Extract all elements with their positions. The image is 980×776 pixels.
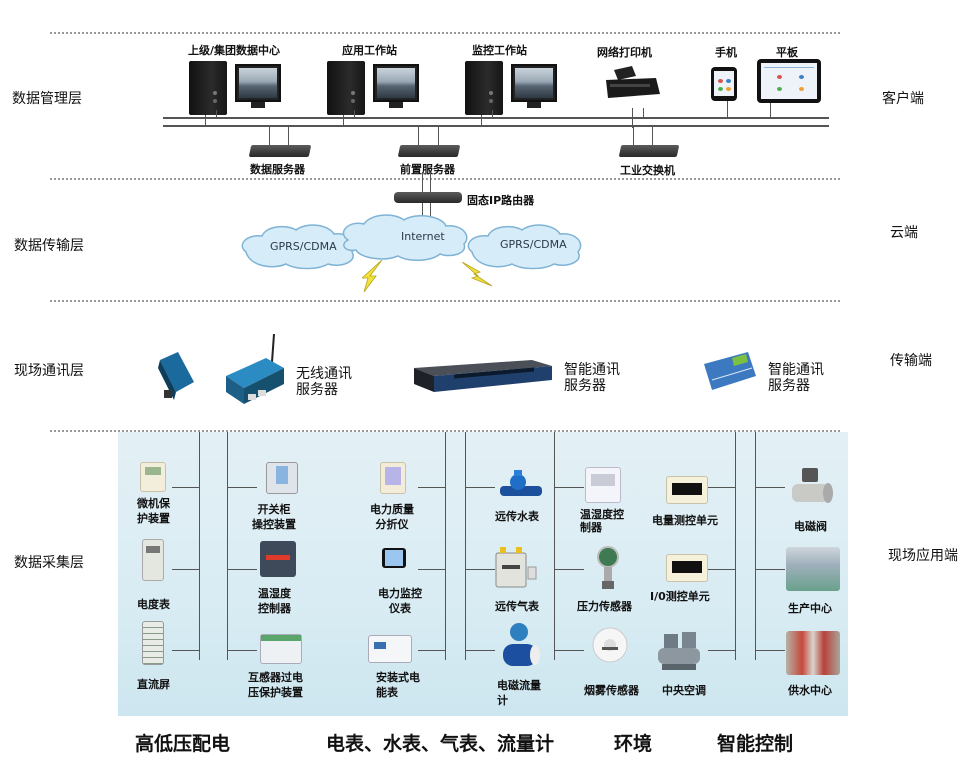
remote-gas-meter-icon — [495, 547, 537, 588]
temp-humidity-controller-icon — [260, 541, 296, 577]
side-label-client: 客户端 — [882, 91, 924, 107]
lightning-left-icon — [362, 260, 383, 292]
label-data-server: 数据服务器 — [250, 163, 305, 176]
monitor-icon — [235, 64, 281, 108]
side-label-field-app: 现场应用端 — [888, 548, 958, 564]
label-acq-col4-0: 远传水表 — [495, 510, 539, 523]
cloud-network — [241, 214, 582, 270]
label-smart-server-a: 智能通讯 服务器 — [564, 362, 620, 394]
separator-communication-acquisition — [50, 430, 840, 432]
label-group-datacenter: 上级/集团数据中心 — [188, 44, 281, 57]
water-supply-center-photo — [786, 631, 840, 675]
label-acq-col1-0: 微机保 护装置 — [137, 497, 170, 525]
din-rail-energy-meter-icon — [368, 635, 412, 663]
label-monitor-workstation: 监控工作站 — [472, 44, 527, 57]
central-air-conditioner-icon — [658, 632, 700, 670]
dc-panel-icon — [142, 621, 164, 665]
pc-tower-icon — [327, 61, 365, 115]
label-network-printer: 网络打印机 — [597, 46, 652, 59]
label-acq-col1-1: 电度表 — [137, 598, 170, 611]
label-gprs-right: GPRS/CDMA — [500, 238, 567, 251]
label-app-workstation: 应用工作站 — [342, 44, 397, 57]
label-acq-col5-2: 烟雾传感器 — [584, 684, 639, 697]
category-smart-control: 智能控制 — [717, 733, 794, 755]
microprocessor-protection-device-icon — [140, 462, 166, 492]
printer-icon — [606, 66, 660, 98]
label-wireless-server: 无线通讯 服务器 — [296, 366, 352, 398]
label-industrial-switch: 工业交换机 — [620, 164, 675, 177]
energy-meter-icon — [142, 539, 164, 581]
separator-transmission-communication — [50, 300, 840, 302]
network-bus-lower — [163, 125, 829, 127]
category-meters: 电表、水表、气表、流量计 — [326, 733, 555, 755]
smart-comm-server-module-icon — [704, 352, 756, 390]
label-acq-col3-0: 电力质量 分折仪 — [370, 503, 414, 531]
acquisition-panel — [118, 432, 848, 716]
category-power-distribution: 高低压配电 — [135, 733, 231, 755]
switchgear-control-device-icon — [266, 462, 298, 494]
production-center-photo — [786, 547, 840, 591]
pressure-sensor-icon — [597, 546, 619, 589]
data-server-icon — [248, 145, 312, 157]
side-label-cloud: 云端 — [890, 225, 918, 241]
label-acq-col6-0: 电量测控单元 — [652, 514, 718, 527]
label-internet: Internet — [401, 230, 445, 243]
phone-icon — [711, 67, 737, 101]
label-gprs-left: GPRS/CDMA — [270, 240, 337, 253]
router-icon — [394, 192, 462, 203]
label-acq-col6-1: I/0测控单元 — [650, 590, 710, 603]
serial-server-icon — [158, 352, 194, 400]
power-quality-analyzer-icon — [380, 462, 406, 494]
label-acq-col7-1: 生产中心 — [788, 602, 832, 615]
pc-tower-icon — [465, 61, 503, 115]
monitor-icon — [373, 64, 419, 108]
electromagnetic-flowmeter-icon — [503, 623, 540, 666]
power-metering-unit-icon — [666, 476, 708, 504]
label-tablet: 平板 — [776, 46, 798, 59]
label-router: 固态IP路由器 — [467, 194, 535, 207]
power-monitoring-meter-icon — [382, 548, 406, 568]
layer-label-communication: 现场通讯层 — [14, 363, 84, 379]
label-acq-col2-1: 温湿度 控制器 — [258, 587, 291, 615]
solenoid-valve-icon — [792, 468, 833, 503]
wireless-server-icon — [226, 334, 284, 404]
industrial-switch-icon — [618, 145, 680, 157]
layer-label-transmission: 数据传输层 — [14, 238, 84, 254]
temp-humidity-controller-2-icon — [585, 467, 621, 503]
side-label-transport: 传输端 — [890, 353, 932, 369]
label-acq-col6-2: 中央空调 — [662, 684, 706, 697]
separator-top — [50, 32, 840, 34]
separator-management-transmission — [50, 178, 840, 180]
label-smart-server-b: 智能通讯 服务器 — [768, 362, 824, 394]
smart-comm-server-rack-icon — [414, 360, 552, 392]
smoke-sensor-icon — [592, 627, 628, 663]
monitor-icon — [511, 64, 557, 108]
label-acq-col7-0: 电磁阀 — [794, 520, 827, 533]
label-acq-col5-0: 温湿度控 制器 — [580, 508, 624, 534]
label-acq-col1-2: 直流屏 — [137, 678, 170, 691]
cloud-internet-icon — [342, 214, 468, 261]
tablet-icon — [757, 59, 821, 103]
label-acq-col7-2: 供水中心 — [788, 684, 832, 697]
label-acq-col2-0: 开关柜 操控装置 — [252, 503, 296, 531]
transformer-overvoltage-protector-icon — [260, 634, 302, 664]
front-server-icon — [397, 145, 461, 157]
pc-tower-icon — [189, 61, 227, 115]
label-acq-col4-2: 电磁流量 计 — [497, 679, 541, 707]
label-acq-col2-2: 互感器过电 压保护装置 — [248, 671, 303, 699]
label-acq-col4-1: 远传气表 — [495, 600, 539, 613]
io-metering-unit-icon — [666, 554, 708, 582]
label-phone: 手机 — [715, 46, 737, 59]
layer-label-management: 数据管理层 — [12, 91, 82, 107]
label-acq-col3-2: 安装式电 能表 — [376, 671, 420, 699]
network-bus-upper — [163, 117, 829, 119]
category-environment: 环境 — [614, 733, 653, 755]
label-front-server: 前置服务器 — [400, 163, 455, 176]
remote-water-meter-icon — [500, 470, 542, 496]
lightning-right-icon — [462, 262, 493, 287]
cloud-gprs-right-icon — [467, 224, 582, 270]
label-acq-col5-1: 压力传感器 — [577, 600, 632, 613]
layer-label-acquisition: 数据采集层 — [14, 555, 84, 571]
label-acq-col3-1: 电力监控 仪表 — [378, 587, 422, 615]
